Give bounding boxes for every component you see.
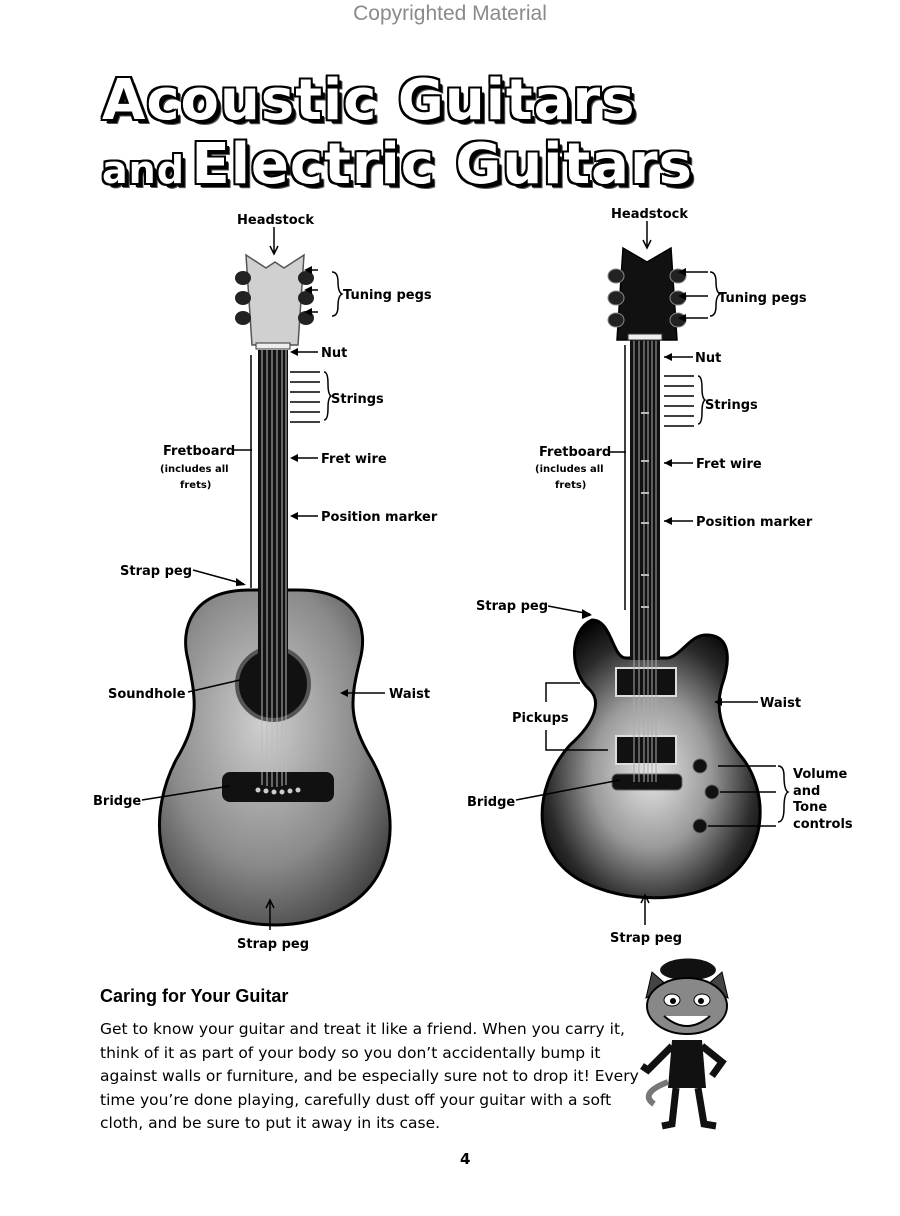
acoustic-label-fret-wire: Fret wire xyxy=(321,452,387,467)
electric-label-controls-2: and xyxy=(793,784,820,799)
electric-label-pickups: Pickups xyxy=(512,711,569,726)
acoustic-neck xyxy=(258,350,288,680)
electric-guitar xyxy=(540,246,762,900)
acoustic-label-tuning-pegs: Tuning pegs xyxy=(343,288,432,303)
acoustic-nut xyxy=(255,342,291,350)
acoustic-label-soundhole: Soundhole xyxy=(108,687,186,702)
acoustic-label-fretboard-note-2: frets) xyxy=(180,480,211,491)
acoustic-label-fretboard-note-1: (includes all xyxy=(160,464,229,475)
electric-label-fretboard-note-2: frets) xyxy=(555,480,586,491)
electric-control-knobs xyxy=(692,758,720,834)
electric-label-controls-1: Volume xyxy=(793,767,848,782)
electric-tuning-pegs xyxy=(607,268,687,328)
acoustic-guitar xyxy=(158,253,392,927)
acoustic-strings xyxy=(261,350,287,787)
acoustic-tuning-pegs xyxy=(235,271,314,325)
electric-pickup-bridge xyxy=(615,735,677,765)
acoustic-label-headstock: Headstock xyxy=(237,213,314,228)
acoustic-label-fretboard: Fretboard xyxy=(163,444,235,459)
electric-callouts xyxy=(515,221,790,925)
acoustic-label-nut: Nut xyxy=(321,346,347,361)
electric-label-strap-peg-bottom: Strap peg xyxy=(610,931,682,946)
acoustic-arrowheads xyxy=(236,266,348,697)
acoustic-label-waist: Waist xyxy=(389,687,430,702)
acoustic-label-strap-peg-bottom: Strap peg xyxy=(237,937,309,952)
acoustic-headstock xyxy=(245,253,305,346)
copyright-watermark: Copyrighted Material xyxy=(353,2,547,25)
electric-label-strings: Strings xyxy=(705,398,758,413)
electric-bridge-shape xyxy=(611,773,683,791)
acoustic-label-strings: Strings xyxy=(331,392,384,407)
acoustic-bridge-pins xyxy=(255,787,301,795)
electric-label-nut: Nut xyxy=(695,351,721,366)
guitar-diagram: Headstock Tuning pegs Nut Strings Fretbo… xyxy=(93,207,853,952)
electric-label-position-marker: Position marker xyxy=(696,515,813,530)
section-title: Caring for Your Guitar xyxy=(100,986,289,1006)
acoustic-body xyxy=(158,588,392,927)
acoustic-label-position-marker: Position marker xyxy=(321,510,438,525)
electric-headstock xyxy=(616,246,678,341)
page-title-electric: Electric Guitars xyxy=(191,132,693,197)
acoustic-bridge-shape xyxy=(222,772,334,802)
electric-label-tuning-pegs: Tuning pegs xyxy=(718,291,807,306)
electric-pickup-neck xyxy=(615,667,677,697)
page-title-and: and xyxy=(102,148,185,192)
acoustic-label-bridge: Bridge xyxy=(93,794,141,809)
cartoon-cat-illustration xyxy=(640,958,729,1130)
electric-nut xyxy=(627,333,663,341)
electric-label-controls-3: Tone xyxy=(793,800,827,815)
electric-position-markers xyxy=(641,412,649,608)
electric-label-headstock: Headstock xyxy=(611,207,688,222)
page-title-line-1: Acoustic Guitars xyxy=(102,68,636,133)
electric-label-waist: Waist xyxy=(760,696,801,711)
acoustic-label-strap-peg-top: Strap peg xyxy=(120,564,192,579)
body-paragraph: Get to know your guitar and treat it lik… xyxy=(100,1020,639,1132)
electric-label-strap-peg-top: Strap peg xyxy=(476,599,548,614)
electric-arrowheads xyxy=(582,268,722,706)
acoustic-callouts xyxy=(141,227,385,930)
electric-label-controls-4: controls xyxy=(793,817,853,832)
page-title-line-2: and Electric Guitars xyxy=(102,132,693,197)
page-number: 4 xyxy=(460,1150,471,1168)
electric-label-fret-wire: Fret wire xyxy=(696,457,762,472)
electric-label-fretboard-note-1: (includes all xyxy=(535,464,604,475)
electric-label-fretboard: Fretboard xyxy=(539,445,611,460)
electric-label-bridge: Bridge xyxy=(467,795,515,810)
